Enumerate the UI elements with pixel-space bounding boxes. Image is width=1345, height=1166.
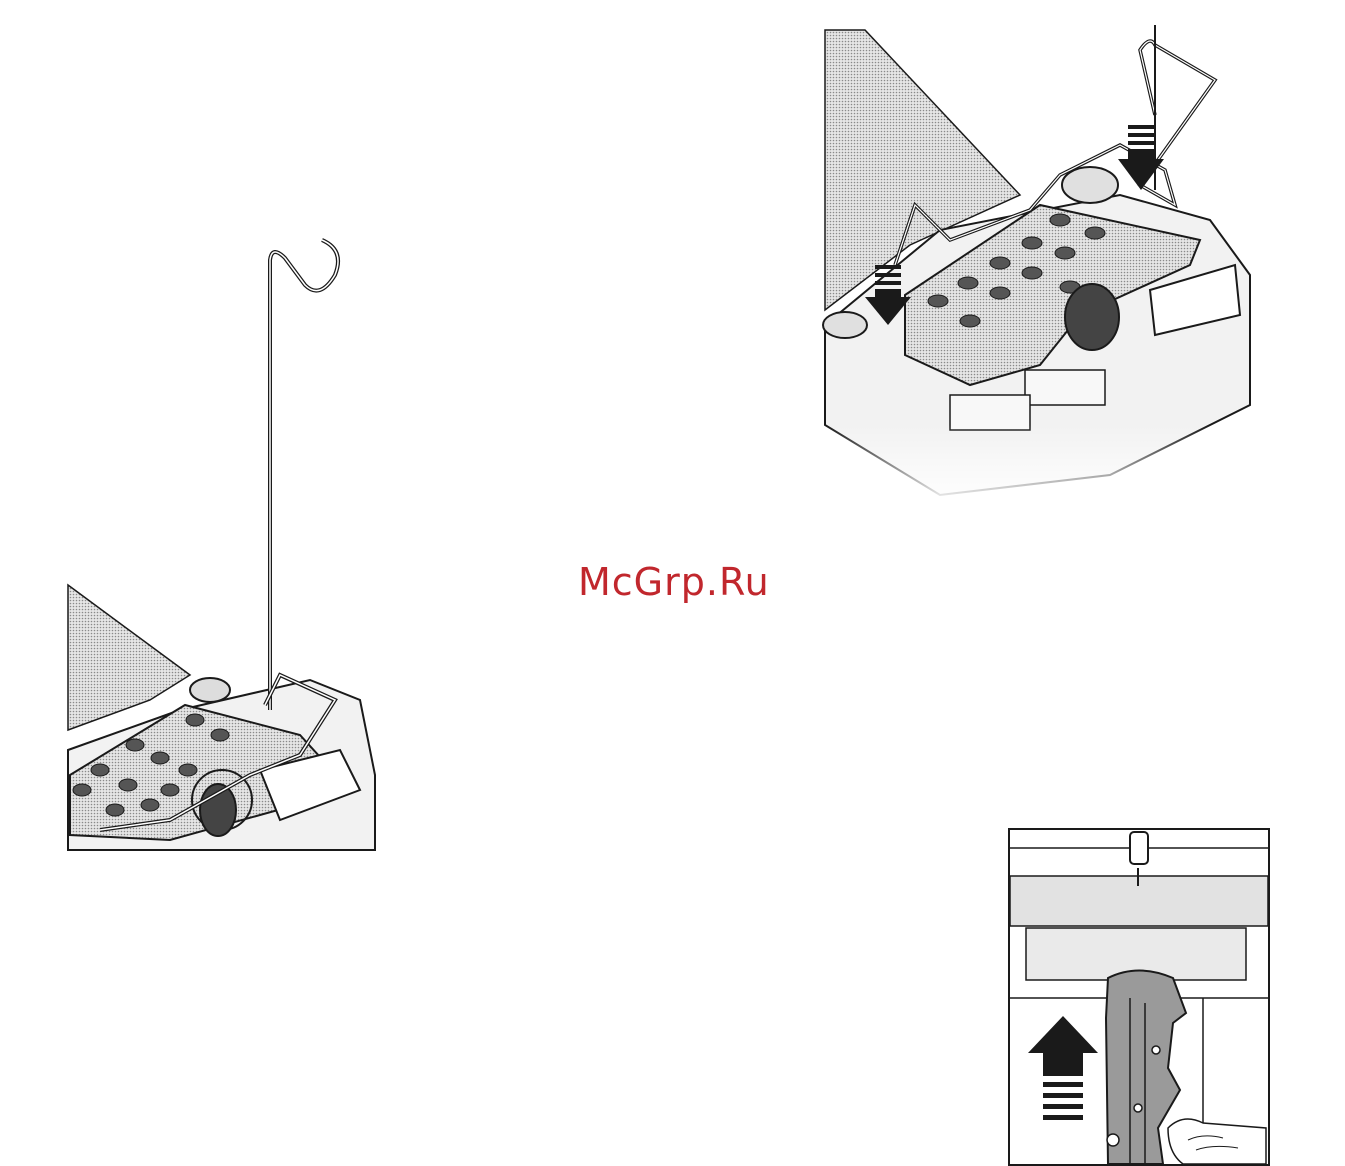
illustration-thread-guide-raised: [60, 230, 380, 855]
illustration-thread-guide-insert: [820, 25, 1260, 505]
watermark-text: McGrp.Ru: [578, 560, 770, 604]
illustration-lever-push-up: [1008, 828, 1270, 1166]
insert-arrows-icon: [820, 25, 1260, 505]
up-arrow-icon: [1008, 828, 1270, 1166]
thread-guide-wire-icon: [60, 230, 380, 855]
